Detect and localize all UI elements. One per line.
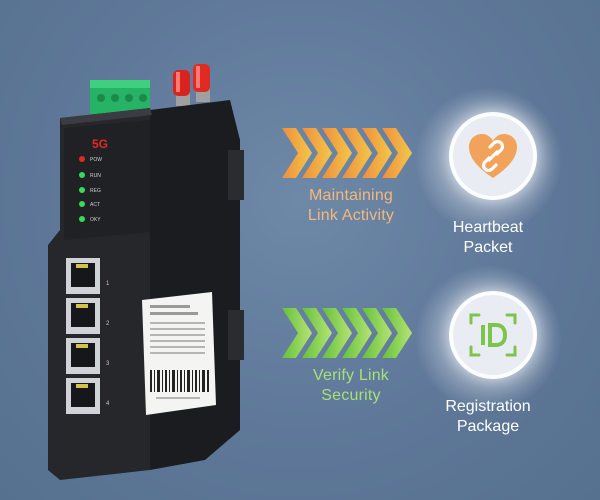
badge-line: Heartbeat: [452, 219, 524, 236]
caption-line: Link Activity: [307, 207, 395, 224]
antennas: [173, 64, 210, 106]
router-logo: 5G: [92, 137, 108, 151]
green-chevron-arrows: [282, 308, 412, 358]
badge-line: Package: [456, 418, 520, 435]
port-number: 2: [106, 321, 110, 327]
terminal-block: [90, 80, 150, 114]
led-label: POW: [90, 157, 102, 163]
registration-badge: [449, 291, 537, 379]
led-label: RUN: [90, 173, 101, 179]
verify-link-caption: Verify Link Security: [296, 366, 406, 406]
heartbeat-packet-label: Heartbeat Packet: [418, 218, 558, 258]
ethernet-ports: 1 2 3 4: [66, 258, 110, 414]
led-label: OKY: [90, 217, 101, 223]
registration-package-label: Registration Package: [418, 397, 558, 437]
caption-line: Maintaining: [308, 187, 394, 204]
caption-line: Verify Link: [312, 367, 389, 384]
led-label: REG: [90, 188, 101, 194]
product-sticker: [142, 292, 216, 415]
heart-link-icon: [469, 134, 517, 178]
port-number: 1: [106, 281, 110, 287]
orange-chevron-arrows: [282, 128, 412, 178]
id-card-icon: [469, 313, 517, 357]
port-number: 4: [106, 401, 110, 407]
router-illustration: 5G POW RUN REG ACT OKY: [48, 64, 244, 480]
led-label: ACT: [90, 202, 100, 208]
maintain-link-caption: Maintaining Link Activity: [286, 186, 416, 226]
badge-line: Packet: [463, 239, 513, 256]
caption-line: Security: [321, 387, 381, 404]
port-number: 3: [106, 361, 110, 367]
badge-line: Registration: [445, 398, 531, 415]
led-panel: POW RUN REG ACT OKY: [79, 156, 102, 223]
